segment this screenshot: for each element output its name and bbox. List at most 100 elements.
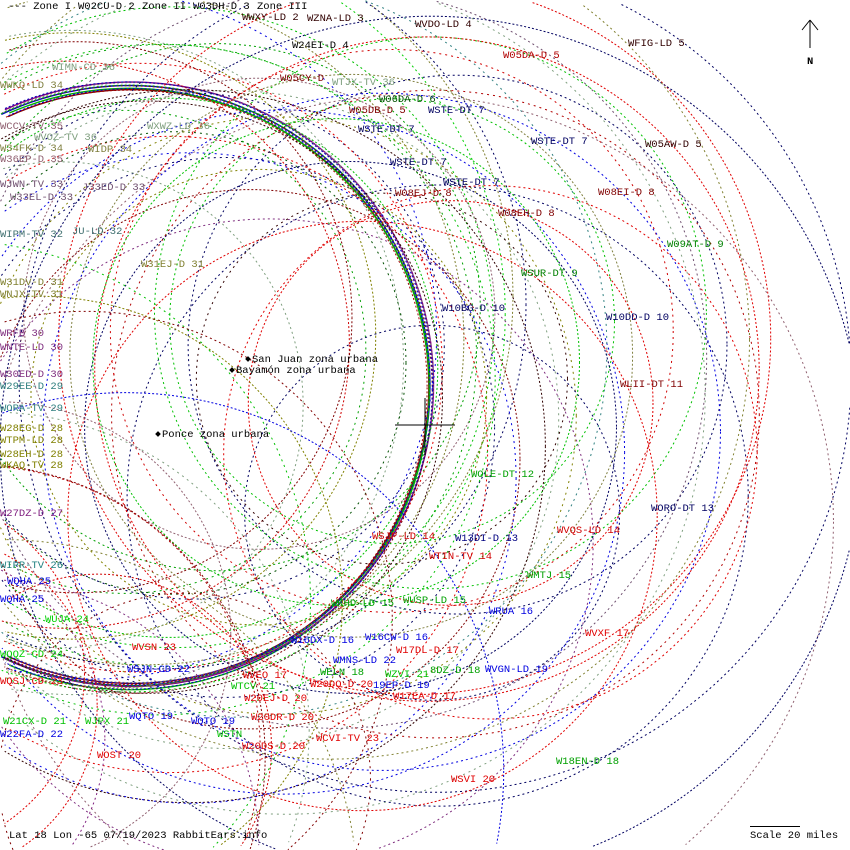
coverage-contour: [532, 2, 772, 339]
coverage-contour: [0, 809, 14, 850]
coverage-contour: [1, 109, 626, 453]
station-label: WVOZ-TV 36: [34, 132, 98, 144]
station-label: W13DI-D 13: [455, 533, 519, 545]
coverage-contour: [9, 412, 310, 730]
station-label: W33EL-D 33: [10, 192, 74, 204]
coverage-contour: [9, 388, 430, 691]
city-dot-icon: [155, 431, 161, 438]
coverage-contour: [7, 3, 133, 81]
station-label: W08EJ-D 8: [395, 188, 452, 200]
coverage-contour: [7, 1, 28, 9]
coverage-contour: [8, 573, 272, 748]
coverage-contour: [223, 185, 758, 720]
coverage-contour: [6, 97, 439, 368]
coverage-contour: [4, 446, 546, 804]
coverage-contour: [126, 184, 749, 807]
coverage-contour: [3, 43, 496, 380]
coverage-contour: [6, 419, 560, 749]
coverage-contour: [7, 339, 465, 689]
coverage-contour: [202, 1, 465, 340]
coverage-contour: [4, 335, 377, 640]
station-label: WWKQ-LD 34: [0, 80, 64, 92]
coverage-contour: [4, 81, 434, 386]
station-label: WTCV 21: [231, 681, 276, 693]
station-label: WOLE-DT 12: [471, 469, 535, 481]
station-label: WIMN-CD 36: [52, 62, 116, 74]
coverage-contour: [3, 367, 443, 673]
coverage-contour: [1, 382, 434, 684]
station-label: W10DD-D 10: [606, 312, 670, 324]
coverage-contour: [4, 523, 85, 674]
coverage-contour: [0, 307, 481, 572]
station-label: J33ED-D 33: [82, 182, 146, 194]
coverage-contour: [0, 385, 431, 687]
coverage-contour: [591, 550, 850, 848]
station-label: WSVI 20: [451, 774, 496, 786]
station-label: WQSJ-CD 23: [0, 676, 64, 688]
station-label: WCCV-TV 35: [0, 121, 64, 133]
coverage-contour: [685, 521, 834, 845]
coverage-contour: [4, 85, 433, 390]
station-label: W09AT-D 9: [667, 239, 724, 251]
coverage-contour: [8, 385, 431, 684]
coverage-contour: [240, 747, 272, 847]
station-label: WSTN: [217, 729, 243, 741]
coverage-contour: [6, 90, 560, 420]
coverage-contour: [6, 367, 439, 638]
station-label: WORO-DT 13: [651, 503, 715, 515]
station-label: W05AW-D 5: [645, 139, 702, 151]
coverage-contour: [9, 317, 353, 594]
station-label: WVEO 17: [243, 670, 288, 682]
station-label: WTPM-LD 28: [0, 435, 64, 447]
station-label: W16CW-D 16: [365, 632, 429, 644]
station-label: WTJX-TV 36: [332, 77, 396, 89]
legend-item: W03DH-D 3: [193, 1, 250, 13]
coverage-contour: [9, 401, 232, 634]
coverage-contour: [4, 477, 517, 804]
legend-item: W02CU-D 2: [78, 1, 135, 13]
station-label: W24EI-D 4: [292, 40, 349, 52]
coverage-contour: [0, 156, 496, 428]
coverage-contour: [4, 32, 377, 336]
coverage-contour: [287, 618, 393, 850]
coverage-contour: [92, 118, 580, 606]
coverage-contour: [1, 452, 626, 795]
coverage-contour: [0, 427, 496, 698]
coverage-contour: [3, 161, 304, 405]
station-label: W31DV-D 31: [0, 277, 64, 289]
station-label: WNJX-TV 31: [0, 289, 64, 301]
station-label: WSTE-DT 7: [358, 124, 415, 136]
coverage-contour: [3, 355, 477, 667]
station-label: WUJA 24: [45, 614, 90, 626]
coverage-contour: [109, 48, 674, 613]
coverage-contour: [4, 92, 445, 347]
station-label: WRFB 30: [0, 328, 45, 340]
coverage-contour: [244, 324, 621, 701]
coverage-contour: [365, 1, 527, 305]
coverage-contour: [7, 135, 489, 455]
city-marker-ponce: Ponce zona urbana: [155, 430, 269, 441]
scale-label: Scale 20 miles: [750, 830, 839, 842]
coverage-contour: [0, 0, 241, 202]
city-marker-bayamon: Bayamón zona urbana: [229, 366, 356, 377]
station-label: WTIN-TV 14: [429, 551, 493, 563]
coverage-contour: [30, 168, 488, 626]
station-label: W36EP-D 35: [0, 154, 64, 166]
coverage-contour: [4, 673, 85, 824]
station-label: WOST 20: [97, 750, 142, 762]
legend-zone-2: Zone II: [142, 1, 187, 13]
station-label: WSUR-DT 9: [521, 268, 578, 280]
coverage-contour: [84, 160, 617, 694]
coverage-contour: [496, 770, 505, 844]
station-label: WXWZ-LD 36: [147, 121, 211, 133]
coverage-contour: [583, 5, 750, 340]
station-label: WJPX 21: [85, 716, 130, 728]
station-label: WVGN-LD 19: [485, 664, 549, 676]
station-label: WKHD-LD 15: [331, 598, 395, 610]
coverage-contour: [0, 218, 594, 544]
station-label: W31EJ-D 31: [141, 259, 205, 271]
coverage-contour: [1, 397, 443, 694]
coverage-contour: [288, 729, 310, 843]
station-label: WIDP 34: [88, 144, 133, 156]
